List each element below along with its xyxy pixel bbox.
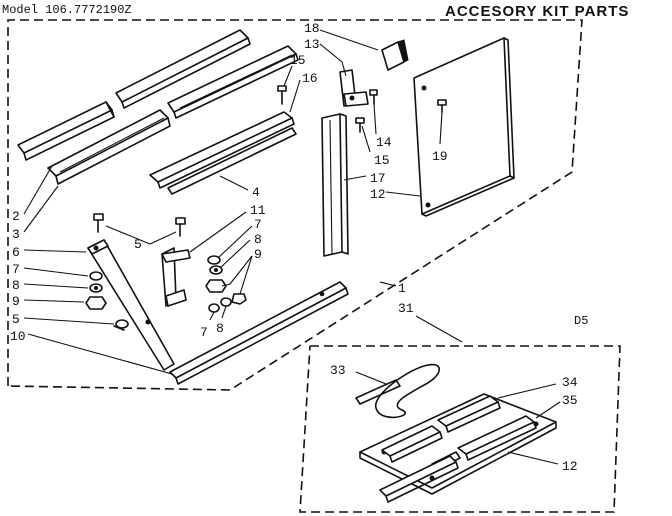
diagram-code: D5 [574,314,588,328]
hardware-cluster [208,293,247,313]
callout-12: 12 [370,187,386,202]
screw-part-14 [369,89,378,105]
channel-part-3 [47,109,171,185]
channel-part-3-upper [167,45,299,119]
callout-17: 17 [370,171,386,186]
callout-7a: 7 [254,217,262,232]
leader-lines [23,29,561,465]
screw-part-15 [277,85,287,105]
callout-19: 19 [432,149,448,164]
callout-15b: 15 [374,153,390,168]
washer-part-8a [209,265,223,275]
callout-13: 13 [304,37,320,52]
callout-8b: 8 [12,278,20,293]
washer-part-7a [207,255,221,265]
post-part-17 [321,113,349,257]
callout-9a: 9 [254,247,262,262]
callout-8c: 8 [216,321,224,336]
nut-part-9a [205,279,227,293]
nut-part-9b [85,296,107,310]
bottom-rail-part-10 [169,281,349,385]
callout-18: 18 [304,21,320,36]
callout-34: 34 [562,375,578,390]
washer-part-8b [89,283,103,293]
callout-5a: 5 [134,237,142,252]
callout-12b: 12 [562,459,578,474]
channel-part-2-upper [115,29,251,109]
subkit-boundary [299,345,621,513]
bracket-part-11 [161,247,191,307]
callout-1: 1 [398,281,406,296]
callout-5b: 5 [12,312,20,327]
callout-35: 35 [562,393,578,408]
gasket-part-18 [381,39,409,71]
callout-7b: 7 [12,262,20,277]
callout-7c: 7 [200,325,208,340]
callout-15: 15 [290,53,306,68]
coiled-seal-part-33 [375,363,441,419]
callout-33: 33 [330,363,346,378]
callout-4: 4 [252,185,260,200]
foam-block-part-35b [437,395,501,433]
channel-part-12-sub [379,455,459,503]
mounting-plate-part-34 [359,393,557,495]
screw-part-15b [355,117,365,133]
callout-2: 2 [12,209,20,224]
callout-10: 10 [10,329,26,344]
channel-part-4 [149,111,297,195]
kit-boundary [7,19,583,391]
side-panel-part-19 [413,37,515,217]
bracket-part-13 [339,69,369,107]
support-leg-part-6 [87,239,175,371]
model-number: Model 106.7772190Z [2,3,132,17]
screw-part-19 [437,99,447,113]
callout-6: 6 [12,245,20,260]
foam-block-part-35c [457,415,537,461]
callout-31: 31 [398,301,414,316]
callout-9b: 9 [12,294,20,309]
callout-8a: 8 [254,232,262,247]
callout-11: 11 [250,203,266,218]
channel-part-2 [17,101,115,161]
screw-part-5c [113,319,129,331]
callout-14: 14 [376,135,392,150]
page-title: ACCESORY KIT PARTS [445,3,629,20]
callout-3: 3 [12,227,20,242]
foam-block-part-35a [381,425,443,463]
screw-part-5b [175,217,186,237]
washer-part-7b [89,271,103,281]
callout-labels: 18 13 15 16 14 15 17 12 19 4 11 7 8 9 5 … [10,21,588,474]
callout-16: 16 [302,71,318,86]
screw-part-5a [93,213,104,233]
